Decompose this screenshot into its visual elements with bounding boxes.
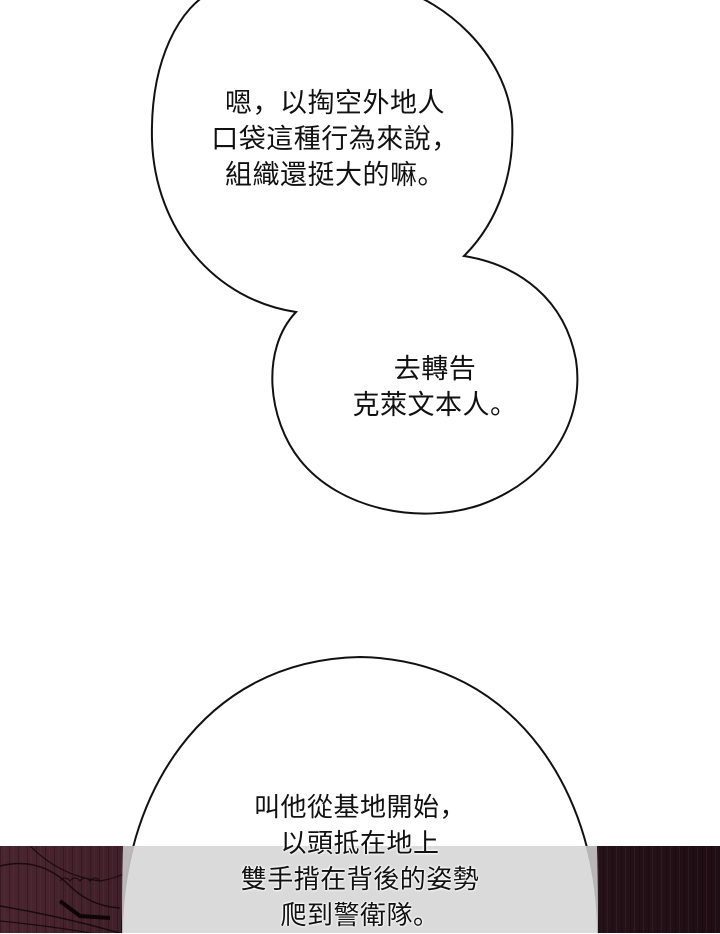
speech-bubble-bottom (121, 655, 599, 933)
speech-line: 雙手揹在背後的姿勢 (240, 865, 480, 895)
speech-line: 克萊文本人。 (352, 390, 518, 421)
speech-text-middle: 去轉告 克萊文本人。 (320, 352, 550, 424)
character-sketch-art (0, 846, 151, 933)
speech-line: 組織還挺大的嘛。 (225, 160, 445, 191)
speech-text-top: 嗯，以掏空外地人 口袋這種行為來說， 組織還挺大的嘛。 (170, 86, 500, 194)
speech-line: 叫他從基地開始， (253, 793, 466, 823)
speech-line: 去轉告 (393, 354, 477, 385)
speech-bubble-top (150, 0, 579, 515)
speech-line: 以頭抵在地上 (280, 829, 440, 859)
speech-line: 口袋這種行為來說， (211, 124, 459, 155)
speech-line: 嗯，以掏空外地人 (225, 88, 445, 119)
speech-text-bottom: 叫他從基地開始， 以頭抵在地上 雙手揹在背後的姿勢 爬到警衛隊。 (180, 790, 540, 934)
speech-line: 爬到警衛隊。 (280, 901, 440, 931)
